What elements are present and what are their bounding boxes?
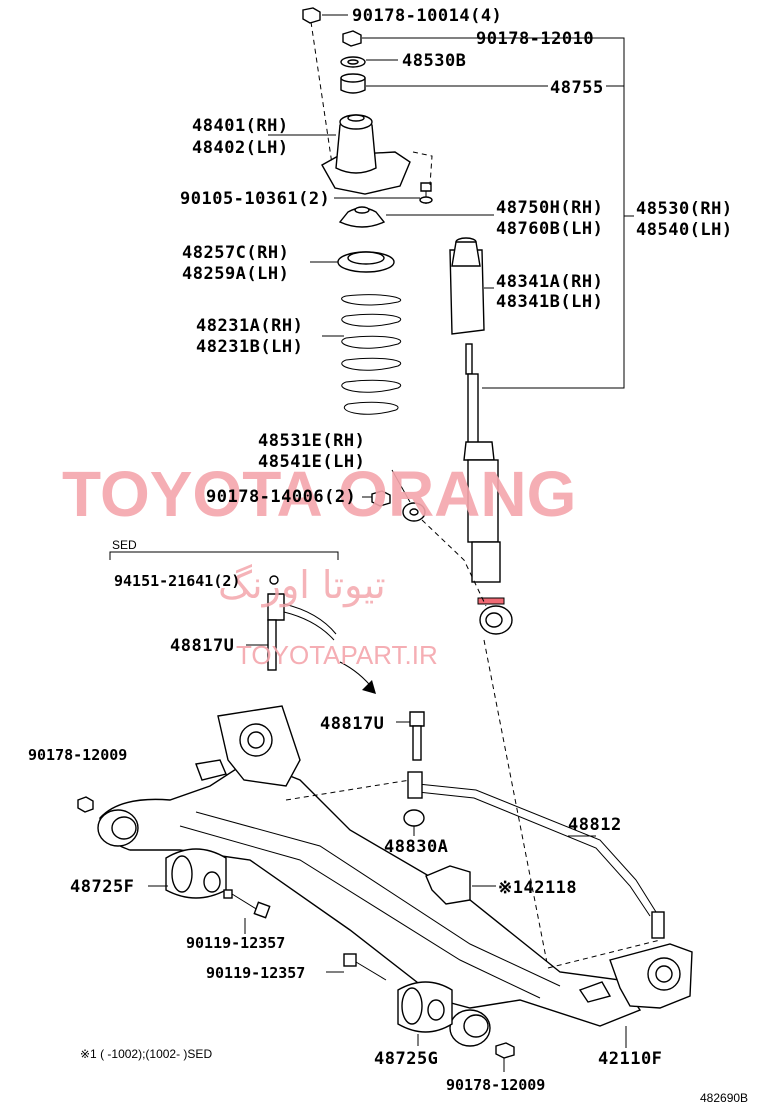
label-bumper-lh: 48341B(LH) — [496, 292, 603, 312]
label-insulator-lh: 48259A(LH) — [182, 264, 289, 284]
lower-nut-icon — [371, 490, 391, 507]
label-seat-lh: 48760B(LH) — [496, 219, 603, 239]
link-icon — [267, 593, 285, 621]
right-bushing-icon — [397, 981, 453, 1033]
label-insulator-rh: 48257C(RH) — [182, 243, 289, 263]
stabilizer-bar-group — [396, 711, 665, 939]
top-nut-icon — [302, 7, 321, 24]
label-absorber-lh: 48540(LH) — [636, 220, 733, 240]
stabilizer-link-group — [109, 551, 376, 694]
upper-mount-group — [268, 7, 634, 969]
link-bolt-icon — [409, 711, 425, 727]
label-left-nut: 90178-12009 — [28, 746, 127, 764]
left-bolt-icon — [223, 889, 271, 919]
label-seat-rh: 48750H(RH) — [496, 198, 603, 218]
watermark-brand: TOYOTA ORANG — [62, 458, 576, 530]
label-nut-rod: 90178-12010 — [476, 29, 594, 49]
figure-code: 482690B — [700, 1091, 748, 1105]
left-nut-icon — [77, 796, 94, 813]
watermark-url: TOYOTAPART.IR — [236, 640, 438, 670]
label-sed: SED — [112, 538, 137, 552]
watermark: TOYOTA ORANG تیوتا اورنگ TOYOTAPART.IR — [62, 458, 576, 670]
label-link-right: 48817U — [320, 714, 384, 734]
stab-bracket-icon — [425, 865, 471, 905]
label-link-nut: 94151-21641(2) — [114, 572, 240, 590]
bushing-bolt-group — [77, 796, 627, 1072]
label-support-bolt: 90105-10361(2) — [180, 189, 330, 209]
label-retainer: 48530B — [402, 51, 466, 71]
label-beam: 42110F — [598, 1049, 662, 1069]
label-bottom-nut: 90178-12009 — [446, 1076, 545, 1094]
link-nut-icon — [269, 575, 279, 585]
center-bolt-icon — [343, 953, 387, 981]
rod-nut-icon — [342, 30, 362, 47]
coil-spring-icon — [341, 294, 401, 415]
axle-beam-group — [97, 705, 693, 1047]
label-bushing: 48755 — [550, 78, 604, 98]
label-left-bolt: 90119-12357 — [186, 934, 285, 952]
label-spring-lh: 48231B(LH) — [196, 337, 303, 357]
label-nut-top: 90178-10014(4) — [352, 6, 502, 26]
label-stab-bushing: 48830A — [384, 837, 448, 857]
footnote: ※1 ( -1002);(1002- )SED — [80, 1047, 212, 1061]
label-support-lh: 48402(LH) — [192, 138, 289, 158]
watermark-persian: تیوتا اورنگ — [218, 563, 386, 608]
bottom-nut-icon — [495, 1042, 515, 1059]
label-center-bolt: 90119-12357 — [206, 964, 305, 982]
label-cushion-rh: 48531E(RH) — [258, 431, 365, 451]
support-bolt-icon — [420, 182, 432, 192]
shock-absorber-icon — [463, 343, 513, 635]
part-labels: 90178-10014(4) 90178-12010 48530B 48755 … — [28, 6, 748, 1105]
label-cushion-lh: 48541E(LH) — [258, 452, 365, 472]
label-stabilizer-bar: 48812 — [568, 815, 622, 835]
label-right-bushing: 48725G — [374, 1049, 438, 1069]
label-left-bushing: 48725F — [70, 877, 134, 897]
label-absorber-rh: 48530(RH) — [636, 199, 733, 219]
bar-end-icon — [407, 771, 423, 799]
label-bumper-rh: 48341A(RH) — [496, 272, 603, 292]
label-bracket: ※142118 — [498, 878, 577, 898]
label-spring-rh: 48231A(RH) — [196, 316, 303, 336]
label-link-left: 48817U — [170, 636, 234, 656]
label-lower-nut: 90178-14006(2) — [206, 487, 356, 507]
label-support-rh: 48401(RH) — [192, 116, 289, 136]
stab-bushing-icon — [403, 809, 425, 827]
left-bushing-icon — [165, 848, 227, 899]
